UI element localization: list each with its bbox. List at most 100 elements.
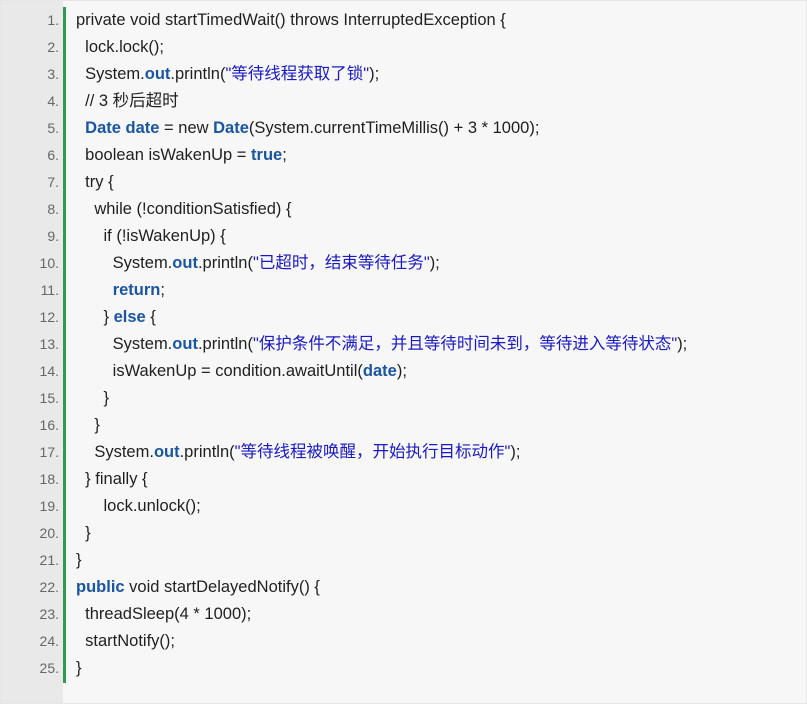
line-number: 12. [39, 309, 59, 325]
code-token [76, 281, 113, 299]
code-text: try { [76, 169, 114, 196]
code-token: .println( [179, 443, 235, 461]
code-token: void startDelayedNotify() { [124, 578, 320, 596]
code-text: // 3 秒后超时 [76, 88, 179, 115]
code-line: 9. if (!isWakenUp) { [1, 223, 806, 250]
code-token: } [76, 659, 82, 677]
keyword-token: Date [85, 119, 121, 137]
code-line: 2. lock.lock(); [1, 34, 806, 61]
code-token: System. [76, 335, 173, 353]
keyword-token: out [172, 335, 198, 353]
line-number: 25. [39, 660, 59, 676]
line-number: 19. [39, 498, 59, 514]
code-line: 15. } [1, 385, 806, 412]
line-number: 13. [39, 336, 59, 352]
code-line: 20. } [1, 520, 806, 547]
code-text: System.out.println("保护条件不满足，并且等待时间未到，等待进… [76, 331, 688, 358]
keyword-token: public [76, 578, 125, 596]
line-number: 21. [39, 552, 59, 568]
code-token: boolean isWakenUp = [76, 146, 252, 164]
line-number: 14. [39, 363, 59, 379]
code-text: public void startDelayedNotify() { [76, 574, 320, 601]
code-text: lock.lock(); [76, 34, 164, 61]
code-token: .println( [170, 65, 226, 83]
code-line: 14. isWakenUp = condition.awaitUntil(dat… [1, 358, 806, 385]
keyword-token: true [251, 146, 283, 164]
line-number: 10. [39, 255, 59, 271]
keyword-token: date [125, 119, 160, 137]
code-text: System.out.println("等待线程被唤醒，开始执行目标动作"); [76, 439, 520, 466]
code-token: lock.lock(); [76, 38, 165, 56]
code-line: 22.public void startDelayedNotify() { [1, 574, 806, 601]
line-number: 11. [40, 282, 59, 298]
code-token: ; [282, 146, 287, 164]
keyword-token: out [172, 254, 198, 272]
string-token: "保护条件不满足，并且等待时间未到，等待进入等待状态" [252, 335, 678, 353]
code-token: System. [76, 254, 173, 272]
code-line: 23. threadSleep(4 * 1000); [1, 601, 806, 628]
code-text: } [76, 547, 82, 574]
code-token: = new [159, 119, 214, 137]
code-token: ; [160, 281, 165, 299]
code-text: threadSleep(4 * 1000); [76, 601, 251, 628]
line-number: 15. [39, 390, 59, 406]
code-line: 24. startNotify(); [1, 628, 806, 655]
code-token: } [76, 551, 82, 569]
line-number: 3. [47, 66, 59, 82]
line-number: 1. [47, 12, 59, 28]
line-number-gutter [1, 1, 63, 703]
string-token: "等待线程被唤醒，开始执行目标动作" [234, 443, 511, 461]
code-token: { [145, 308, 156, 326]
code-line: 18. } finally { [1, 466, 806, 493]
string-token: "等待线程获取了锁" [225, 65, 370, 83]
code-token: threadSleep(4 * 1000); [76, 605, 252, 623]
code-token: System. [76, 443, 154, 461]
line-number: 16. [39, 417, 59, 433]
keyword-token: return [112, 281, 161, 299]
code-token [76, 119, 85, 137]
code-token: } [76, 308, 114, 326]
code-token: ); [429, 254, 440, 272]
line-number: 2. [47, 39, 59, 55]
line-number: 6. [47, 147, 59, 163]
line-number: 18. [39, 471, 59, 487]
code-token: lock.unlock(); [76, 497, 201, 515]
keyword-token: Date [213, 119, 249, 137]
keyword-token: date [362, 362, 397, 380]
keyword-token: out [153, 443, 180, 461]
code-token: if (!isWakenUp) { [76, 227, 226, 245]
code-line: 7. try { [1, 169, 806, 196]
code-line: 10. System.out.println("已超时，结束等待任务"); [1, 250, 806, 277]
code-token: try { [76, 173, 114, 191]
code-text: } [76, 385, 110, 412]
line-number: 17. [39, 444, 59, 460]
code-line: 21.} [1, 547, 806, 574]
line-number: 20. [39, 525, 59, 541]
code-token: isWakenUp = condition.awaitUntil( [76, 362, 363, 380]
line-number: 4. [47, 93, 59, 109]
code-token: ); [677, 335, 688, 353]
code-line: 1. private void startTimedWait() throws I… [1, 7, 806, 34]
line-number: 24. [39, 633, 59, 649]
code-line: 19. lock.unlock(); [1, 493, 806, 520]
code-text: } [76, 412, 100, 439]
code-line: 6. boolean isWakenUp = true; [1, 142, 806, 169]
code-text: startNotify(); [76, 628, 175, 655]
code-text: isWakenUp = condition.awaitUntil(date); [76, 358, 407, 385]
code-token: (System.currentTimeMillis() + 3 * 1000); [248, 119, 540, 137]
code-text: } else { [76, 304, 156, 331]
code-text: while (!conditionSatisfied) { [76, 196, 291, 223]
keyword-token: else [113, 308, 146, 326]
string-token: "已超时，结束等待任务" [252, 254, 430, 272]
code-token: } [76, 416, 100, 434]
line-number: 5. [47, 120, 59, 136]
code-text: System.out.println("已超时，结束等待任务"); [76, 250, 440, 277]
code-token: ); [369, 65, 380, 83]
code-token: private void startTimedWait() throws Int… [76, 11, 506, 29]
code-line: 5. Date date = new Date(System.currentTi… [1, 115, 806, 142]
code-text: Date date = new Date(System.currentTimeM… [76, 115, 539, 142]
code-text: if (!isWakenUp) { [76, 223, 226, 250]
code-line: 17. System.out.println("等待线程被唤醒，开始执行目标动作… [1, 439, 806, 466]
line-number: 7. [47, 174, 59, 190]
